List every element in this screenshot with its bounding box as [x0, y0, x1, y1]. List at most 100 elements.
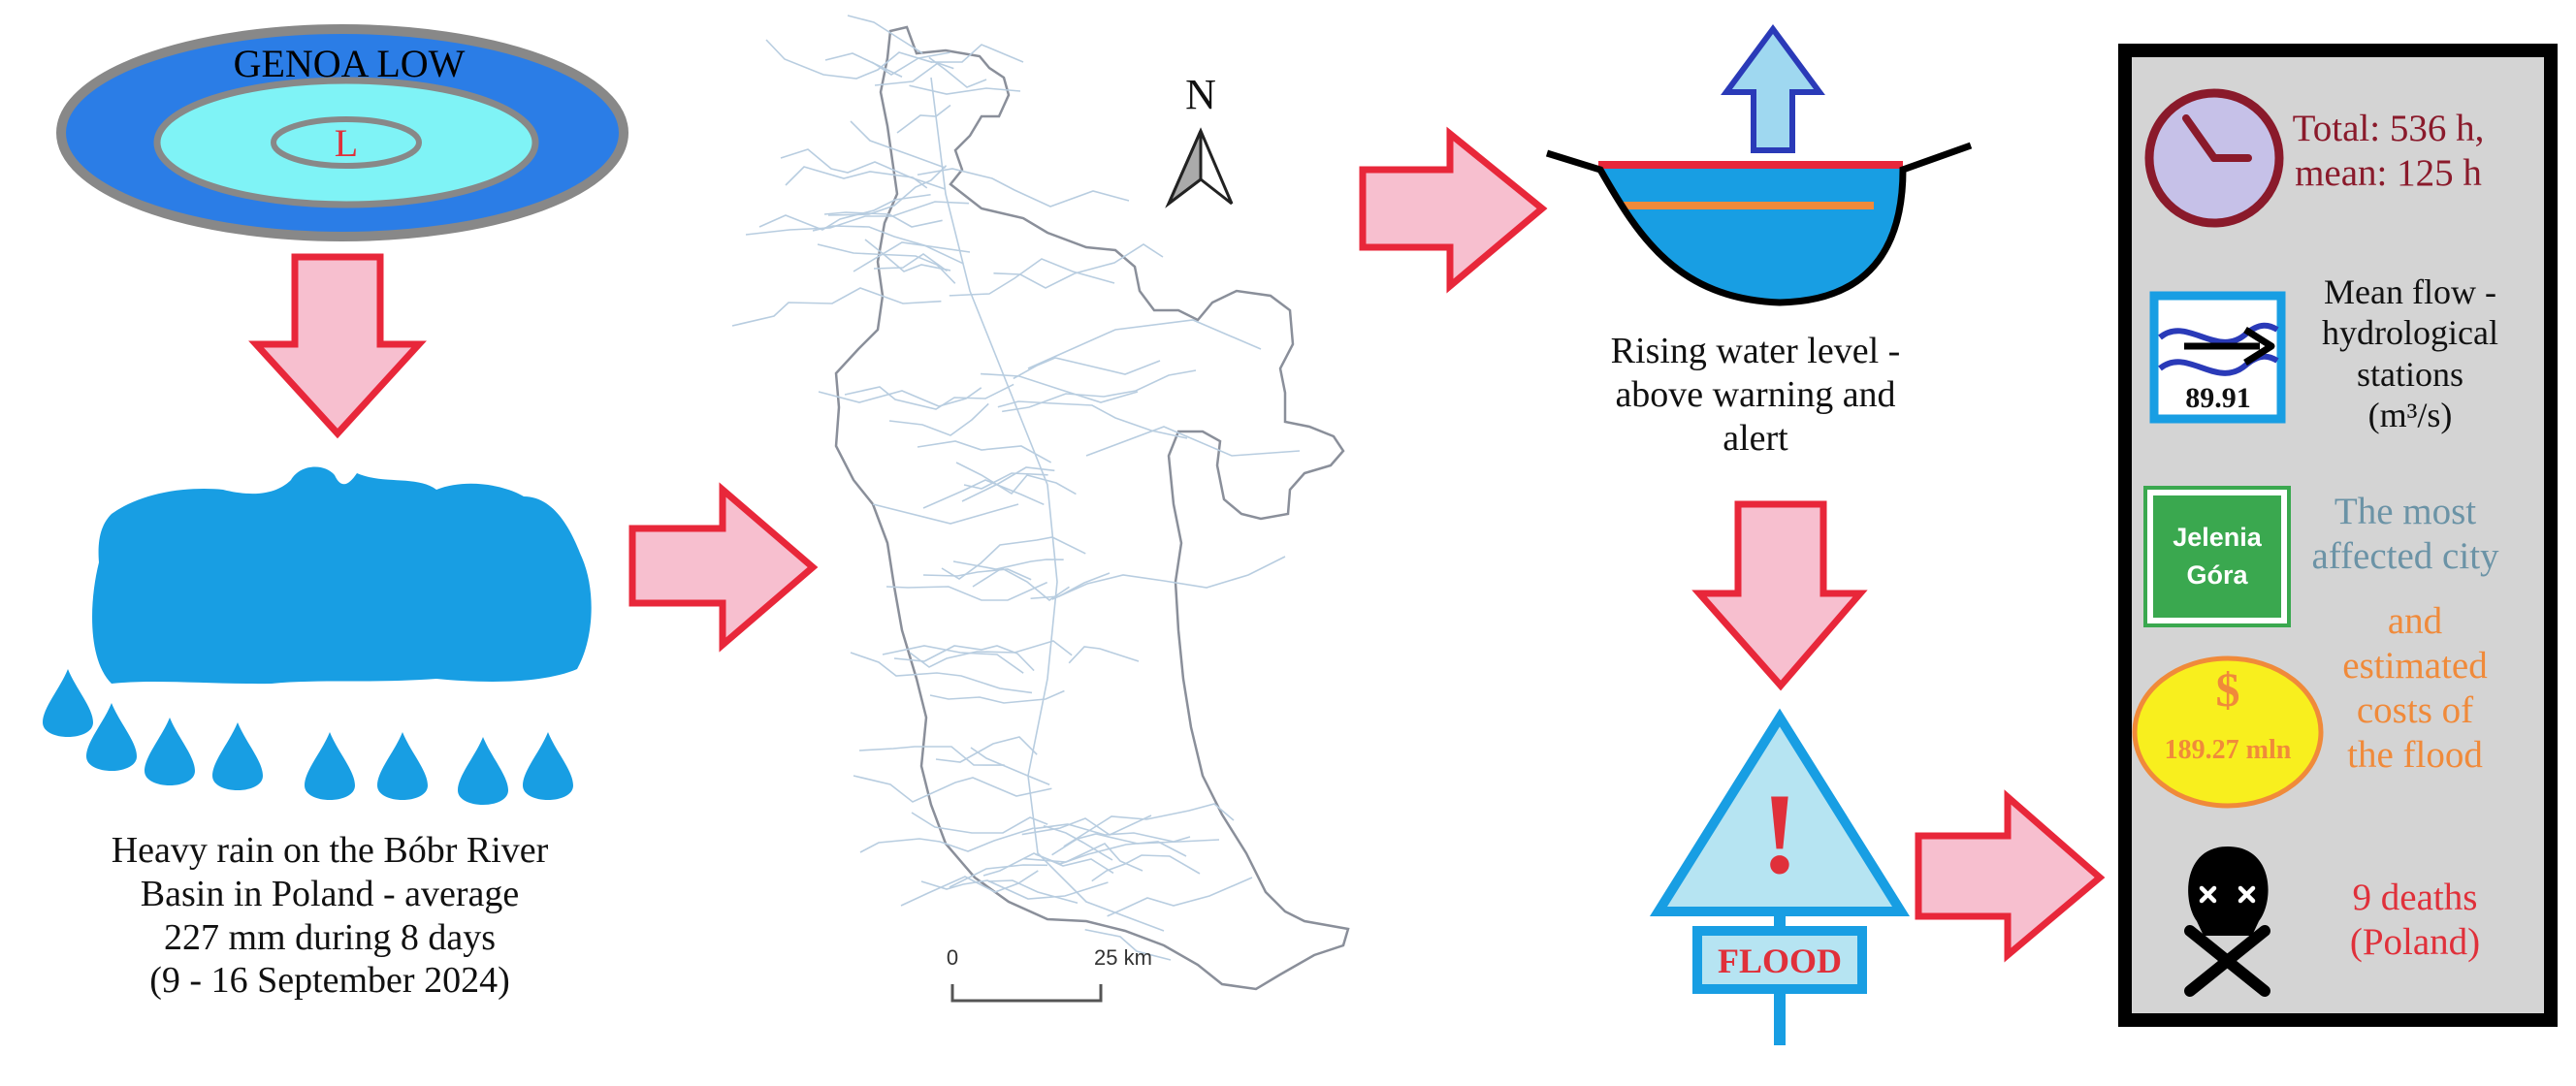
river-line — [997, 400, 1188, 439]
river-line — [982, 852, 1114, 877]
river-line — [981, 372, 1139, 403]
affected-city-line: The most — [2334, 491, 2477, 532]
flood-label: FLOOD — [1718, 942, 1842, 980]
flood-cost-line: and — [2387, 600, 2443, 642]
water-body — [1600, 165, 1901, 301]
river-line — [873, 253, 948, 272]
rain-caption-line: 227 mm during 8 days — [164, 916, 496, 958]
river-line — [909, 84, 1021, 95]
rain-drop-icon — [377, 732, 428, 800]
warning-triangle — [1649, 708, 1911, 916]
flood-sign: ! FLOOD — [1649, 708, 1911, 1045]
river-line — [1091, 854, 1201, 882]
river-line — [853, 775, 1052, 803]
mean-flow-line: hydrological — [2322, 313, 2498, 353]
river-line — [1063, 803, 1235, 847]
river-line — [949, 258, 1115, 297]
flood-cost-line: the flood — [2347, 734, 2483, 777]
rain-caption-line: Basin in Poland - average — [140, 873, 520, 914]
river-line — [1027, 319, 1262, 369]
rain-drop-icon — [305, 732, 355, 800]
rain-caption-line: Heavy rain on the Bóbr River — [111, 830, 549, 871]
river-line — [1068, 646, 1140, 664]
duration-line: mean: 125 h — [2295, 152, 2482, 195]
river-line — [911, 812, 1048, 834]
arrow-right-3 — [1915, 789, 2106, 963]
river-line — [929, 689, 1065, 704]
river-line — [858, 746, 1005, 766]
flow-value: 89.91 — [2185, 382, 2251, 414]
genoa-low: GENOA LOW L — [56, 24, 628, 241]
river-line — [745, 201, 969, 236]
river-line — [922, 479, 1045, 509]
river-line — [812, 225, 964, 265]
river-line — [871, 51, 950, 76]
cost-symbol: $ — [2216, 662, 2240, 717]
river-line — [731, 287, 942, 327]
river-line — [817, 243, 956, 284]
river-line — [1023, 843, 1143, 872]
river-line — [818, 387, 982, 407]
river-line — [1107, 877, 1253, 917]
rain-drop-icon — [43, 669, 93, 737]
flood-cost-line: estimated — [2342, 645, 2488, 687]
river-line — [970, 747, 1050, 786]
river-line — [1002, 369, 1197, 413]
river-line — [896, 104, 951, 134]
river-line — [823, 211, 943, 228]
clock-icon — [2144, 88, 2284, 228]
river-line — [930, 77, 1165, 932]
river-line — [872, 503, 1019, 525]
rain-caption: Heavy rain on the Bóbr River Basin in Po… — [19, 829, 640, 1003]
flood-plate — [1692, 926, 1867, 994]
flow-gauge-icon: 89.91 — [2149, 291, 2286, 424]
river-line — [972, 567, 1070, 601]
genoa-low-letter: L — [335, 121, 358, 165]
deaths-text: 9 deaths (Poland) — [2318, 876, 2512, 965]
river-line — [963, 472, 1048, 490]
river-line — [922, 568, 1032, 581]
river-line — [1021, 814, 1152, 836]
mean-flow-line: stations — [2356, 354, 2463, 394]
river-line — [864, 239, 951, 272]
river-line — [955, 462, 1077, 495]
north-arrow: N — [1165, 71, 1234, 208]
water-caption-line: Rising water level - — [1610, 331, 1901, 371]
river-line — [847, 15, 923, 54]
arrow-down-1 — [248, 253, 427, 439]
flood-cost-text: and estimated costs of the flood — [2303, 599, 2527, 778]
river-line — [917, 440, 1052, 463]
summary-panel: 89.91 Jelenia Góra $ 189.27 mln — [2118, 44, 2558, 1027]
river-line — [930, 44, 1024, 63]
affected-city-text: The most affected city — [2270, 490, 2541, 579]
river-line — [952, 559, 1064, 570]
river-line — [1013, 357, 1161, 380]
water-caption-line: alert — [1723, 417, 1788, 459]
rain-cloud — [43, 466, 592, 805]
river-line — [853, 241, 971, 272]
cloud-shape — [92, 466, 592, 685]
river-line — [893, 645, 1035, 672]
river-line — [765, 39, 933, 80]
river-line — [844, 383, 1014, 410]
scale-end-label: 25 km — [1094, 945, 1152, 970]
deaths-line: (Poland) — [2349, 921, 2481, 964]
river-line — [993, 243, 1164, 289]
river-line — [882, 645, 1024, 674]
river-network — [731, 15, 1301, 961]
river-line — [920, 879, 1109, 900]
river-line — [850, 120, 946, 169]
affected-city-line: affected city — [2311, 535, 2499, 578]
duration-text: Total: 536 h, mean: 125 h — [2284, 107, 2493, 196]
cost-coin-icon: $ 189.27 mln — [2132, 655, 2324, 809]
north-label: N — [1185, 71, 1216, 118]
river-line — [1085, 426, 1301, 457]
warning-exclamation: ! — [1760, 769, 1799, 898]
genoa-middle-ellipse — [153, 77, 539, 208]
deaths-line: 9 deaths — [2352, 877, 2478, 918]
arrow-down-2 — [1691, 500, 1868, 691]
flood-cost-line: costs of — [2356, 689, 2474, 732]
scale-start-label: 0 — [947, 945, 958, 970]
